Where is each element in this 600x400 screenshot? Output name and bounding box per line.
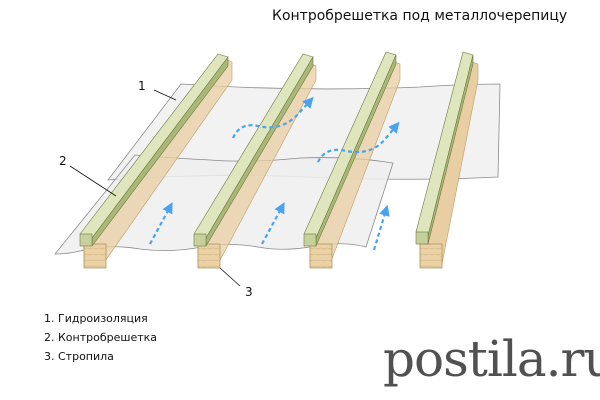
callout-number-2: 2: [59, 154, 67, 168]
counter-batten-3: [303, 51, 397, 247]
counter-batten-2: [193, 53, 314, 248]
legend-item-counter-batten: 2. Контробрешетка: [44, 331, 158, 344]
page-title: Контробрешетка под металлочерепицу: [272, 8, 568, 24]
counter-batten-1: [79, 53, 229, 247]
callout-number-3: 3: [245, 285, 253, 299]
callout-line-1: [153, 89, 177, 101]
callout-line-3: [219, 267, 241, 287]
legend-item-rafters: 3. Стропила: [44, 350, 114, 363]
callout-number-1: 1: [138, 79, 146, 93]
counter-batten-4: [415, 51, 474, 245]
airflow-arrow-icon: [149, 96, 400, 251]
watermark-logo: postila.ru: [383, 330, 600, 388]
legend-item-membrane: 1. Гидроизоляция: [44, 312, 148, 325]
callout-line-2: [69, 165, 117, 197]
